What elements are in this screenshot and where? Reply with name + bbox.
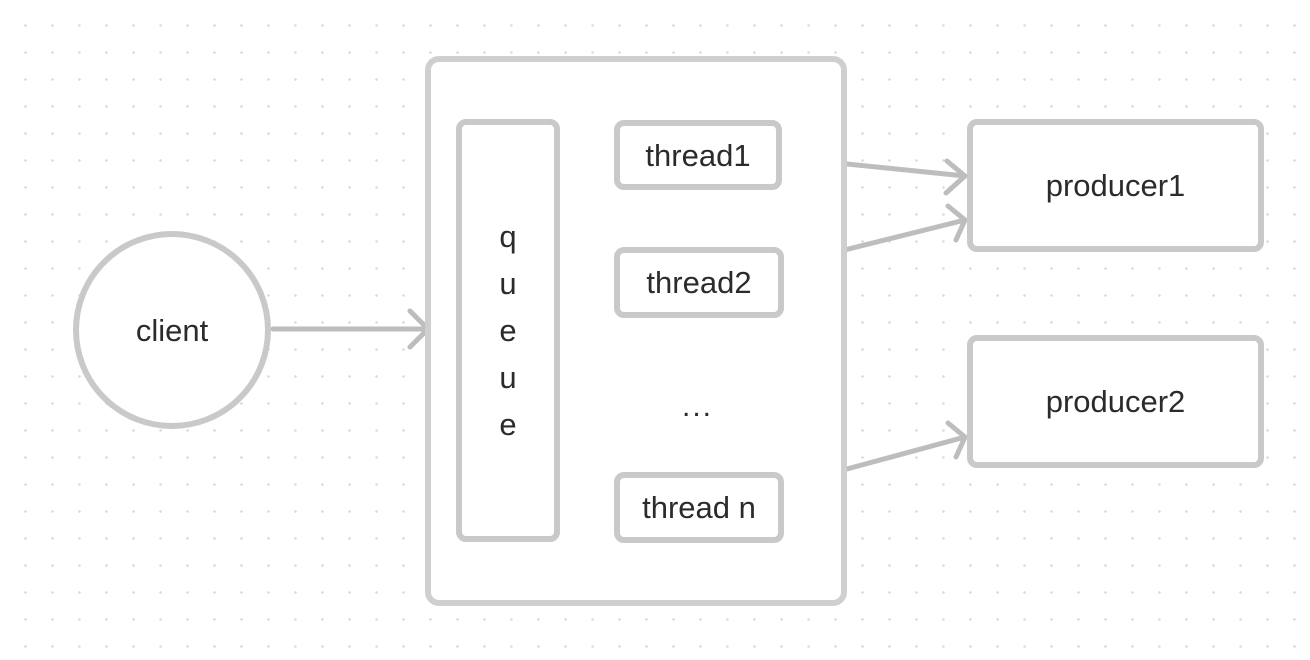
queue-letter: u — [499, 266, 517, 301]
queue-node[interactable]: q u e u e — [456, 119, 560, 542]
client-label: client — [135, 312, 209, 348]
threadn-node[interactable]: thread n — [614, 472, 784, 543]
threadn-label: thread n — [642, 490, 756, 525]
queue-letter: e — [499, 313, 517, 348]
queue-letter: q — [499, 219, 517, 254]
producer1-node[interactable]: producer1 — [967, 119, 1264, 252]
queue-letter: e — [499, 407, 517, 442]
thread1-label: thread1 — [645, 137, 751, 173]
queue-label: q u e u e — [499, 213, 516, 448]
thread1-node[interactable]: thread1 — [614, 120, 782, 190]
producer2-node[interactable]: producer2 — [967, 335, 1264, 468]
client-node[interactable]: client — [73, 231, 271, 429]
thread2-node[interactable]: thread2 — [614, 247, 784, 318]
threads-ellipsis: ... — [682, 390, 714, 423]
producer1-label: producer1 — [1045, 168, 1186, 203]
edge-client-queue — [270, 308, 431, 350]
producer2-label: producer2 — [1045, 384, 1186, 419]
queue-letter: u — [499, 360, 517, 395]
thread2-label: thread2 — [646, 265, 752, 300]
